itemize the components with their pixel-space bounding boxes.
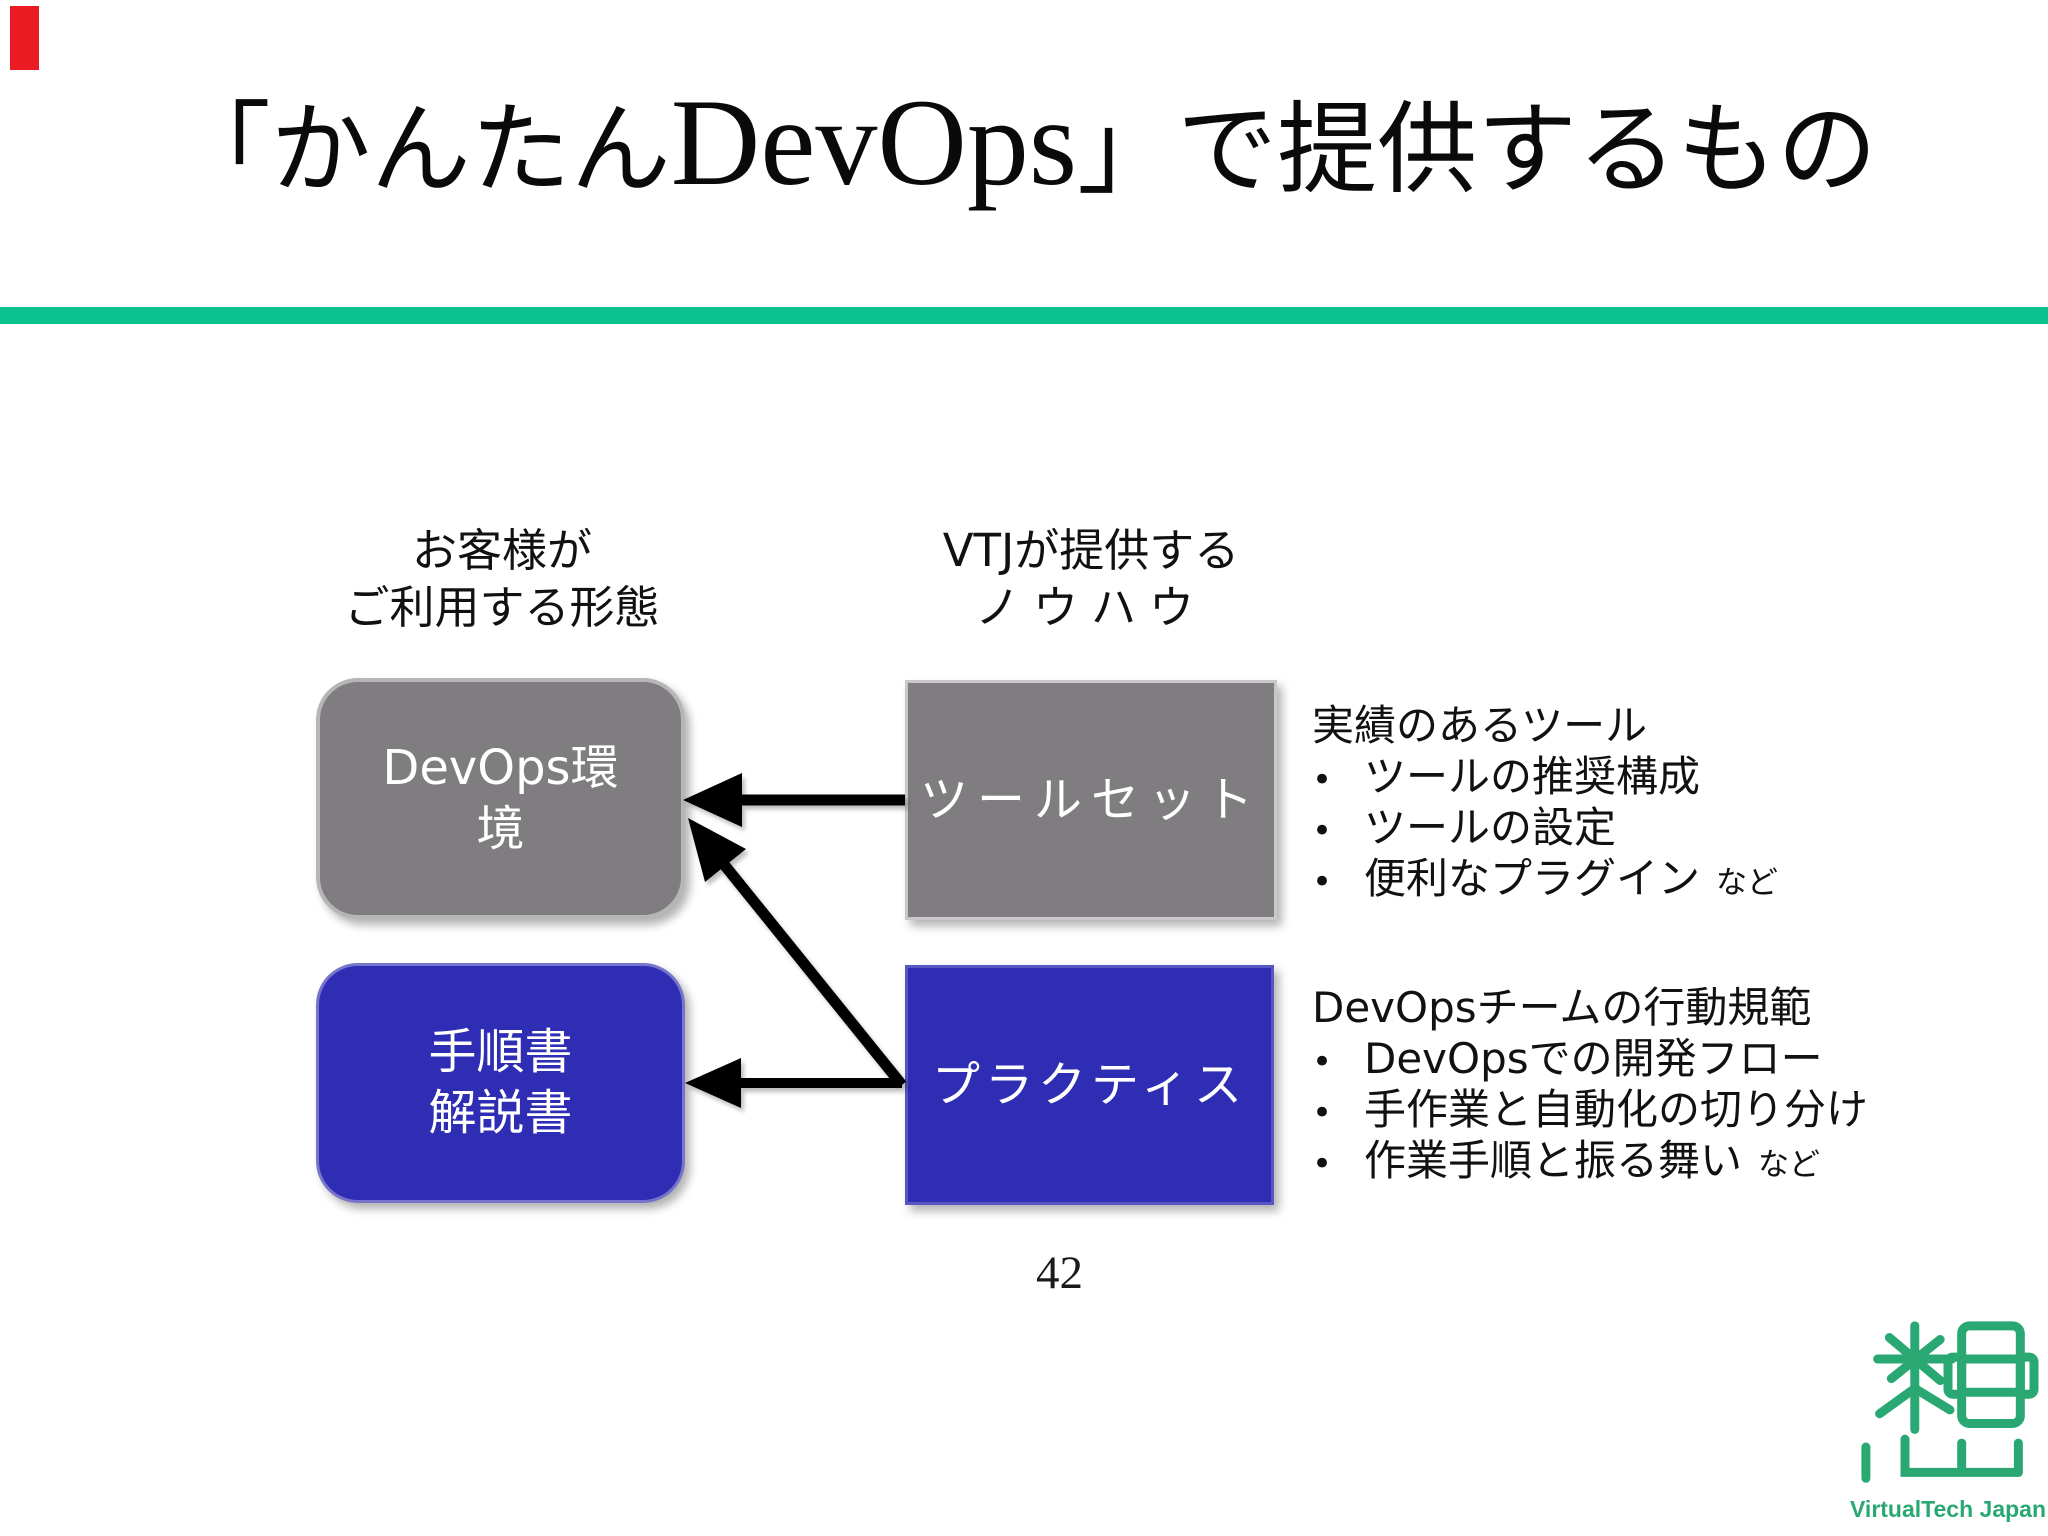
toolset-label: ツールセット <box>919 771 1262 828</box>
corner-red-marker <box>10 6 39 70</box>
vtj-header-line1: VTJが提供する <box>942 524 1240 577</box>
vtj-logo: VirtualTech Japan <box>1850 1318 2046 1523</box>
bullet-dot: • <box>1312 811 1333 851</box>
etc-suffix: など <box>1716 865 1779 901</box>
slide-title: 「かんたんDevOps」で提供するもの <box>0 58 2048 235</box>
customer-header-line2: ご利用する形態 <box>344 581 660 634</box>
title-latin: DevOps <box>670 74 1078 211</box>
note-practice: DevOpsチームの行動規範 •DevOpsでの開発フロー •手作業と自動化の切… <box>1312 982 2042 1186</box>
customer-header-line1: お客様が <box>411 524 592 577</box>
accent-divider-bar <box>0 307 2048 324</box>
toolset-note-bullet-3: •便利なプラグインなど <box>1312 853 2042 904</box>
arrow-practice-to-manuals-head <box>685 1058 741 1108</box>
bullet-dot: • <box>1312 862 1333 902</box>
page-number: 42 <box>1036 1247 1083 1299</box>
title-suffix: 」で提供するもの <box>1077 91 1878 208</box>
vtj-header-line2: ノウハウ <box>974 581 1207 634</box>
vtj-logo-mark <box>1861 1321 2039 1483</box>
toolset-note-heading: 実績のあるツール <box>1312 701 1648 750</box>
box-practice: プラクティス <box>905 965 1274 1205</box>
arrow-toolset-to-env-head <box>683 773 742 827</box>
box-toolset: ツールセット <box>905 680 1277 920</box>
practice-note-heading: DevOpsチームの行動規範 <box>1312 983 1812 1032</box>
bullet-dot: • <box>1312 1093 1333 1133</box>
manual-label-line2: 解説書 <box>428 1085 573 1141</box>
etc-suffix: など <box>1758 1147 1821 1183</box>
practice-note-bullet-3: •作業手順と振る舞いなど <box>1312 1135 2042 1186</box>
practice-note-bullet-2: •手作業と自動化の切り分け <box>1312 1084 2042 1135</box>
practice-label: プラクティス <box>931 1056 1248 1113</box>
toolset-note-bullet-2: •ツールの設定 <box>1312 802 2042 853</box>
column-header-vtj: VTJが提供する ノウハウ <box>881 522 1301 636</box>
manual-label-line1: 手順書 <box>428 1024 573 1080</box>
arrow-practice-to-env-head <box>688 818 746 882</box>
bullet-dot: • <box>1312 1144 1333 1184</box>
practice-note-bullet-1: •DevOpsでの開発フロー <box>1312 1033 2042 1084</box>
arrow-practice-to-env-shaft <box>717 858 907 1089</box>
box-manuals: 手順書 解説書 <box>316 963 685 1203</box>
bullet-dot: • <box>1312 760 1333 800</box>
note-toolset: 実績のあるツール •ツールの推奨構成 •ツールの設定 •便利なプラグインなど <box>1312 700 2042 904</box>
bullet-dot: • <box>1312 1042 1333 1082</box>
box-devops-environment: DevOps環境 <box>316 678 685 919</box>
devops-environment-label: DevOps環境 <box>382 739 619 857</box>
title-prefix: 「かんたん <box>170 91 671 208</box>
column-header-customer: お客様が ご利用する形態 <box>292 522 712 636</box>
vtj-logo-text: VirtualTech Japan <box>1850 1496 2046 1522</box>
toolset-note-bullet-1: •ツールの推奨構成 <box>1312 751 2042 802</box>
